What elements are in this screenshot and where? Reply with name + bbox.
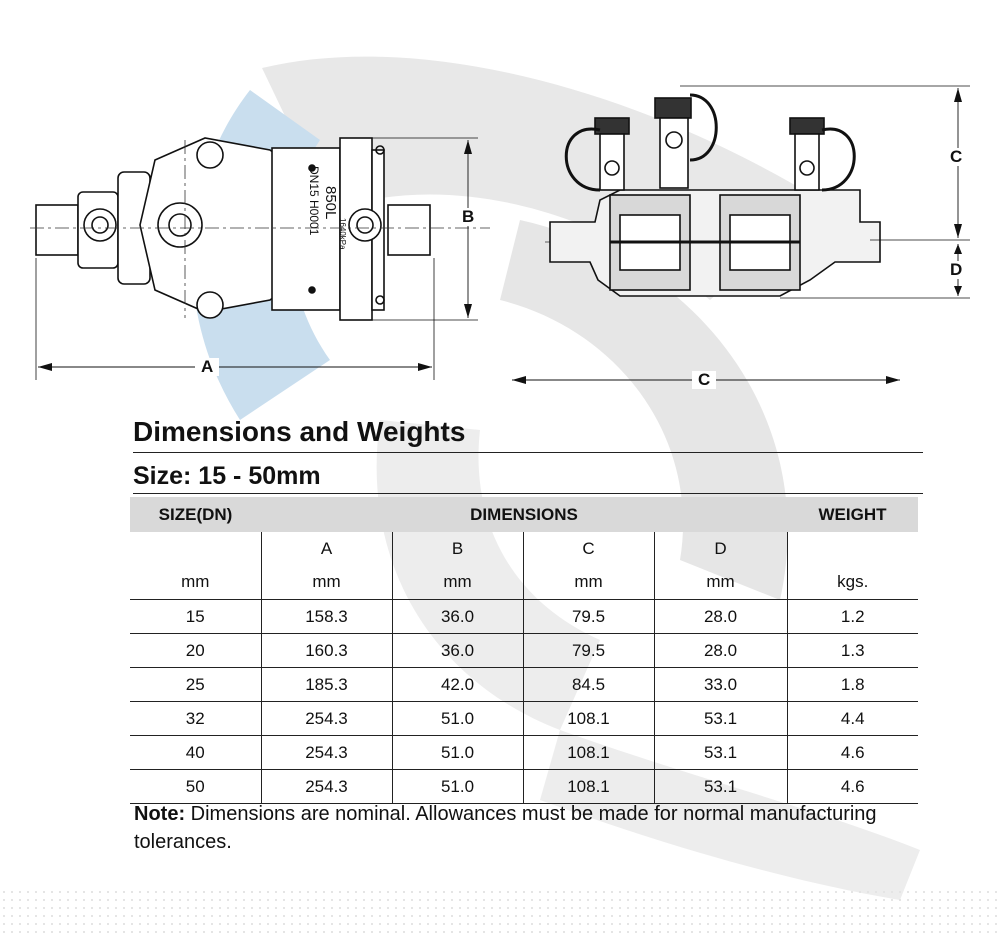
table-cell: 4.6 — [786, 735, 918, 770]
note-paragraph: Note: Dimensions are nominal. Allowances… — [134, 800, 894, 856]
table-row: 40 254.3 51.0 108.1 53.1 4.6 — [130, 735, 918, 770]
unit-cell: kgs. — [786, 565, 918, 600]
dimension-a-label: A — [195, 358, 220, 376]
table-cell: 79.5 — [522, 633, 654, 668]
unit-cell: mm — [130, 565, 261, 600]
table-cell: 28.0 — [653, 599, 787, 634]
table-cell: 160.3 — [260, 633, 392, 668]
table-cell: 51.0 — [391, 735, 523, 770]
table-cell: 254.3 — [260, 735, 392, 770]
dimension-b-label: B — [456, 208, 481, 226]
dimension-c-horizontal-label: C — [692, 371, 717, 389]
letter-cell — [130, 532, 261, 565]
model-marking: 850L — [322, 186, 339, 219]
table-cell: 79.5 — [522, 599, 654, 634]
table-cell: 84.5 — [522, 667, 654, 702]
subtitle-divider — [133, 493, 923, 494]
valve-section-view — [549, 93, 881, 297]
dotted-footer-pattern — [0, 888, 998, 934]
table-cell: 254.3 — [260, 701, 392, 736]
size-column-header: SIZE(DN) — [130, 497, 261, 532]
table-cell: 40 — [130, 735, 261, 770]
dimensions-table: SIZE(DN) DIMENSIONS WEIGHT A B C D mm mm… — [130, 497, 918, 804]
table-cell: 36.0 — [391, 633, 523, 668]
unit-cell: mm — [653, 565, 787, 600]
table-cell: 108.1 — [522, 769, 654, 804]
table-cell: 158.3 — [260, 599, 392, 634]
letter-cell: D — [653, 532, 787, 565]
table-cell: 1.8 — [786, 667, 918, 702]
page-title: Dimensions and Weights — [133, 416, 466, 447]
table-cell: 36.0 — [391, 599, 523, 634]
table-row: 32 254.3 51.0 108.1 53.1 4.4 — [130, 701, 918, 736]
table-header-row: SIZE(DN) DIMENSIONS WEIGHT — [130, 497, 918, 532]
table-cell: 185.3 — [260, 667, 392, 702]
serial-marking: DN15 H0001 — [307, 166, 321, 236]
table-cell: 51.0 — [391, 769, 523, 804]
dimension-d-label: D — [944, 261, 969, 279]
table-cell: 4.6 — [786, 769, 918, 804]
note-label: Note: — [134, 803, 186, 825]
table-cell: 53.1 — [653, 769, 787, 804]
dimension-letter-row: A B C D — [130, 532, 918, 565]
table-cell: 51.0 — [391, 701, 523, 736]
table-cell: 254.3 — [260, 769, 392, 804]
table-cell: 42.0 — [391, 667, 523, 702]
pressure-marking: 1640kPa — [338, 218, 347, 250]
dimension-c-vertical-label: C — [944, 148, 969, 166]
table-cell: 53.1 — [653, 735, 787, 770]
table-cell: 53.1 — [653, 701, 787, 736]
table-cell: 25 — [130, 667, 261, 702]
unit-cell: mm — [522, 565, 654, 600]
table-cell: 20 — [130, 633, 261, 668]
letter-cell: B — [391, 532, 523, 565]
table-cell: 28.0 — [653, 633, 787, 668]
valve-top-view — [35, 137, 431, 321]
letter-cell: C — [522, 532, 654, 565]
table-cell: 32 — [130, 701, 261, 736]
table-cell: 15 — [130, 599, 261, 634]
title-divider — [133, 452, 923, 453]
size-range-title: Size: 15 - 50mm — [133, 462, 321, 490]
table-cell: 1.2 — [786, 599, 918, 634]
letter-cell — [786, 532, 918, 565]
valve-drawing: 850L DN15 H0001 1640kPa — [30, 85, 970, 384]
unit-cell: mm — [391, 565, 523, 600]
table-cell: 1.3 — [786, 633, 918, 668]
table-row: 20 160.3 36.0 79.5 28.0 1.3 — [130, 633, 918, 668]
table-cell: 108.1 — [522, 735, 654, 770]
table-cell: 33.0 — [653, 667, 787, 702]
unit-cell: mm — [260, 565, 392, 600]
weight-column-header: WEIGHT — [787, 497, 918, 532]
table-cell: 50 — [130, 769, 261, 804]
table-row: 25 185.3 42.0 84.5 33.0 1.8 — [130, 667, 918, 702]
table-row: 15 158.3 36.0 79.5 28.0 1.2 — [130, 599, 918, 634]
table-cell: 4.4 — [786, 701, 918, 736]
table-row: 50 254.3 51.0 108.1 53.1 4.6 — [130, 769, 918, 804]
table-cell: 108.1 — [522, 701, 654, 736]
dimensions-column-header: DIMENSIONS — [261, 497, 787, 532]
units-row: mm mm mm mm mm kgs. — [130, 565, 918, 600]
note-text: Dimensions are nominal. Allowances must … — [134, 803, 877, 853]
letter-cell: A — [260, 532, 392, 565]
